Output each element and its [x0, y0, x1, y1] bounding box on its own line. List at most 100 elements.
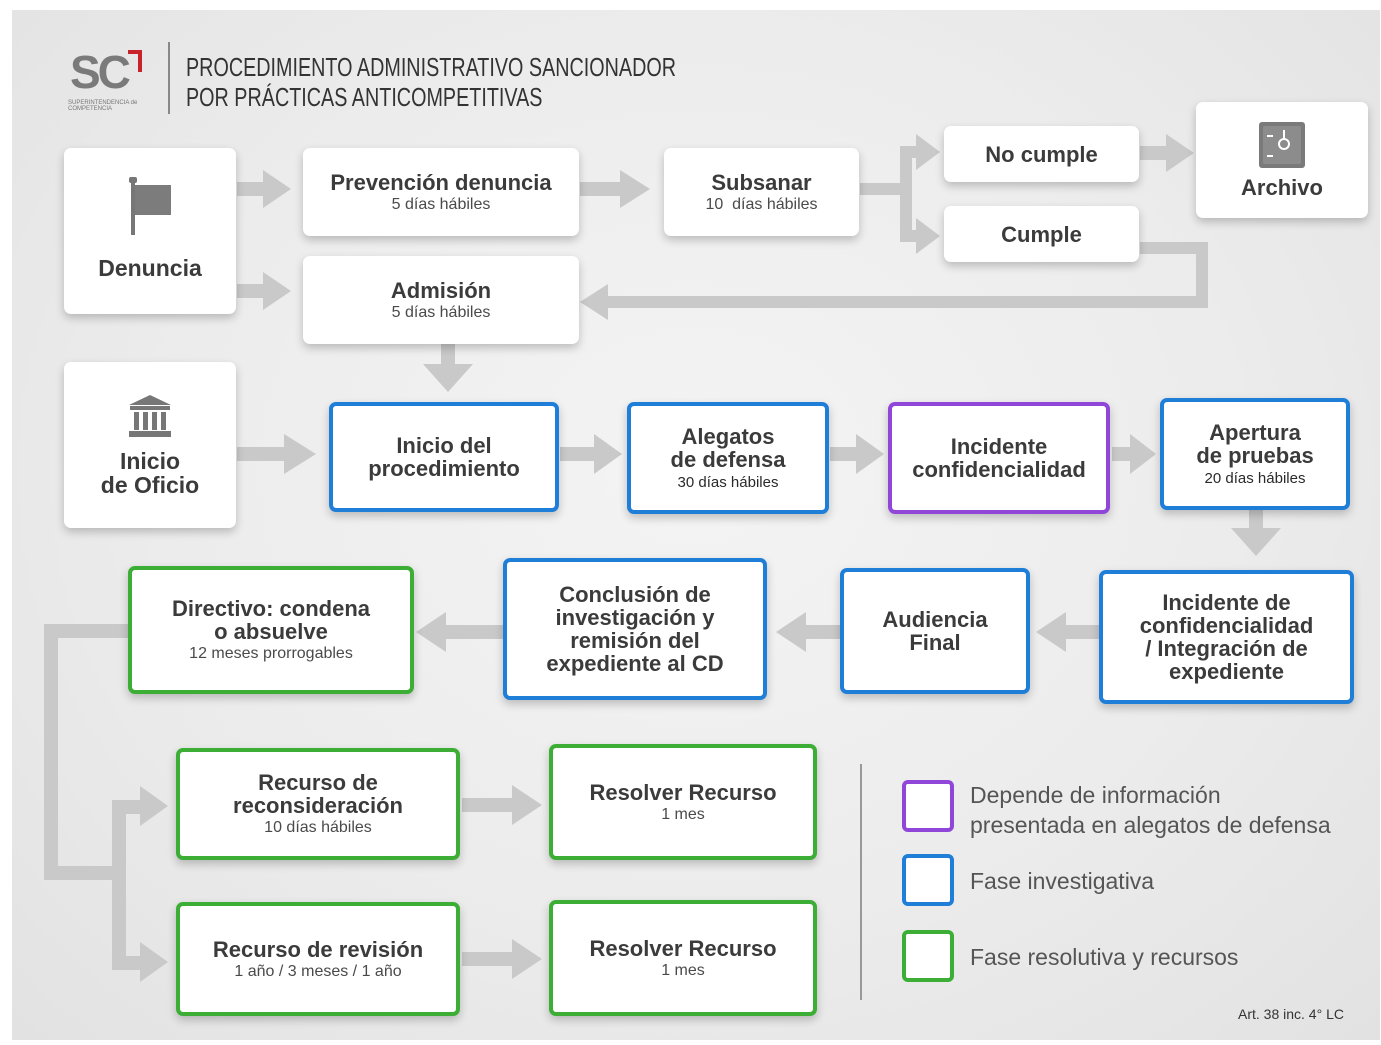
connector-apertura-down: [1249, 510, 1263, 530]
legend-swatch-green: [902, 930, 954, 982]
header-divider: [168, 42, 170, 114]
archive-cabinet-icon: [1259, 121, 1305, 168]
node-incidente-integracion: Incidente de confidencialidad / Integrac…: [1099, 570, 1354, 704]
node-cumple-title: Cumple: [1001, 221, 1082, 247]
node-resolver-2-duration: 1 mes: [661, 961, 705, 979]
logo-red-bracket: [128, 50, 142, 72]
arrowhead-conclusion: [776, 612, 806, 652]
logo-wordmark: SC: [70, 46, 131, 98]
node-archivo: Archivo: [1196, 102, 1368, 218]
node-incidente-conf-title: Incidente confidencialidad: [912, 434, 1086, 482]
node-resolver-recurso-1: Resolver Recurso 1 mes: [549, 744, 817, 860]
node-directivo-duration: 12 meses prorrogables: [189, 645, 353, 662]
connector-inicio-alegatos: [560, 447, 598, 461]
node-apertura-title: Apertura de pruebas: [1196, 419, 1314, 468]
node-directivo-title: Directivo: condena o absuelve: [171, 596, 371, 644]
page-title-line2: POR PRÁCTICAS ANTICOMPETITIVAS: [186, 82, 543, 112]
node-prevencion-denuncia: Prevención denuncia 5 días hábiles: [303, 148, 579, 236]
node-admision-title: Admisión: [390, 277, 492, 303]
legend-swatch-blue: [902, 854, 954, 906]
arrowhead-cumple: [916, 218, 940, 254]
node-conclusion-title: Conclusión de investigación y remisión d…: [546, 582, 724, 676]
node-incidente-confidencialidad: Incidente confidencialidad: [888, 402, 1110, 514]
footer-legal-reference: Art. 38 inc. 4° LC: [1238, 1006, 1344, 1022]
arrowhead-inicio-down: [423, 364, 473, 392]
node-alegatos-duration: 30 días hábiles: [677, 473, 779, 491]
legend-label-purple: Depende de información presentada en ale…: [970, 782, 1331, 838]
node-audiencia-title: Audiencia Final: [882, 607, 988, 655]
connector-incidente-apertura: [1112, 447, 1134, 461]
connector-nocumple-archivo: [1140, 146, 1170, 160]
connector-branch-revision: [112, 956, 142, 970]
node-recurso-reconsideracion: Recurso de reconsideración 10 días hábil…: [176, 748, 460, 860]
connector-to-recursos-bottom: [44, 866, 124, 880]
node-apertura-duration: 20 días hábiles: [1204, 469, 1306, 487]
node-resolver-2-title: Resolver Recurso: [589, 935, 777, 961]
arrowhead-alegatos: [594, 434, 622, 474]
institution-building-icon: [129, 395, 171, 437]
node-subsanar-duration: 10 días hábiles: [705, 195, 818, 213]
arrowhead-denuncia-prevencion: [263, 170, 291, 208]
arrowhead-admision-return: [580, 284, 608, 320]
connector-cumple-back: [604, 296, 1208, 308]
connector-prevencion-subsanar: [580, 182, 624, 196]
arrowhead-apertura: [1130, 434, 1156, 474]
arrowhead-oficio-inicio: [284, 434, 316, 474]
node-prevencion-title: Prevención denuncia: [330, 169, 552, 195]
node-apertura-pruebas: Apertura de pruebas 20 días hábiles: [1160, 398, 1350, 510]
flag-icon: [129, 177, 171, 235]
node-admision-duration: 5 días hábiles: [391, 303, 491, 321]
connector-to-no-cumple: [900, 146, 920, 158]
node-admision: Admisión 5 días hábiles: [303, 256, 579, 344]
connector-denuncia-prevencion: [237, 182, 267, 196]
connector-cumple-down: [1196, 242, 1208, 308]
node-revision-title: Recurso de revisión: [212, 936, 424, 962]
connector-revision-resolver: [462, 952, 516, 966]
node-no-cumple: No cumple: [944, 126, 1139, 182]
connector-main-vertical: [44, 624, 58, 880]
connector-admision-down: [441, 344, 455, 368]
connector-conclusion-directivo: [442, 625, 504, 639]
node-audiencia-final: Audiencia Final: [840, 568, 1030, 694]
arrowhead-reconsideracion: [140, 786, 168, 826]
arrowhead-denuncia-admision: [263, 272, 291, 310]
node-resolver-1-duration: 1 mes: [661, 805, 705, 823]
node-alegatos-defensa: Alegatos de defensa 30 días hábiles: [627, 402, 829, 514]
node-resolver-recurso-2: Resolver Recurso 1 mes: [549, 900, 817, 1016]
node-reconsideracion-duration: 10 días hábiles: [264, 819, 372, 836]
node-prevencion-duration: 5 días hábiles: [391, 195, 491, 213]
arrowhead-integracion-down: [1231, 528, 1281, 556]
connector-reconsideracion-resolver: [462, 798, 516, 812]
legend-label-blue: Fase investigativa: [970, 868, 1155, 894]
node-subsanar: Subsanar 10 días hábiles: [664, 148, 859, 236]
node-reconsideracion-title: Recurso de reconsideración: [233, 770, 403, 818]
arrowhead-revision: [140, 942, 168, 982]
page-title: PROCEDIMIENTO ADMINISTRATIVO SANCIONADOR…: [186, 52, 676, 112]
arrowhead-prevencion-subsanar: [620, 170, 650, 208]
arrowhead-incidente: [856, 434, 884, 474]
node-alegatos-title: Alegatos de defensa: [670, 423, 786, 472]
node-resolver-1-title: Resolver Recurso: [589, 779, 777, 805]
node-directivo: Directivo: condena o absuelve 12 meses p…: [128, 566, 414, 694]
node-no-cumple-title: No cumple: [985, 141, 1098, 167]
legend-swatch-purple: [902, 780, 954, 832]
arrowhead-archivo: [1166, 134, 1194, 172]
node-inicio-de-oficio: Inicio de Oficio: [64, 362, 236, 528]
legend-divider: [860, 764, 862, 1000]
page-title-line1: PROCEDIMIENTO ADMINISTRATIVO SANCIONADOR: [186, 52, 677, 82]
arrowhead-directivo: [416, 612, 446, 652]
node-incidente-integracion-title: Incidente de confidencialidad / Integrac…: [1139, 590, 1314, 684]
logo: SC SUPERINTENDENCIA de COMPETENCIA: [60, 42, 160, 118]
arrowhead-resolver-2: [512, 939, 542, 979]
connector-branch-vertical: [112, 800, 126, 970]
node-subsanar-title: Subsanar: [711, 169, 812, 195]
connector-oficio-inicio: [237, 447, 287, 461]
node-cumple: Cumple: [944, 206, 1139, 262]
connector-to-cumple: [900, 230, 920, 242]
connector-integracion-audiencia: [1062, 625, 1100, 639]
arrowhead-audiencia: [1036, 612, 1066, 652]
node-denuncia: Denuncia: [64, 148, 236, 314]
connector-directivo-left: [44, 624, 130, 638]
logo-subtext: SUPERINTENDENCIA de COMPETENCIA: [68, 100, 138, 112]
